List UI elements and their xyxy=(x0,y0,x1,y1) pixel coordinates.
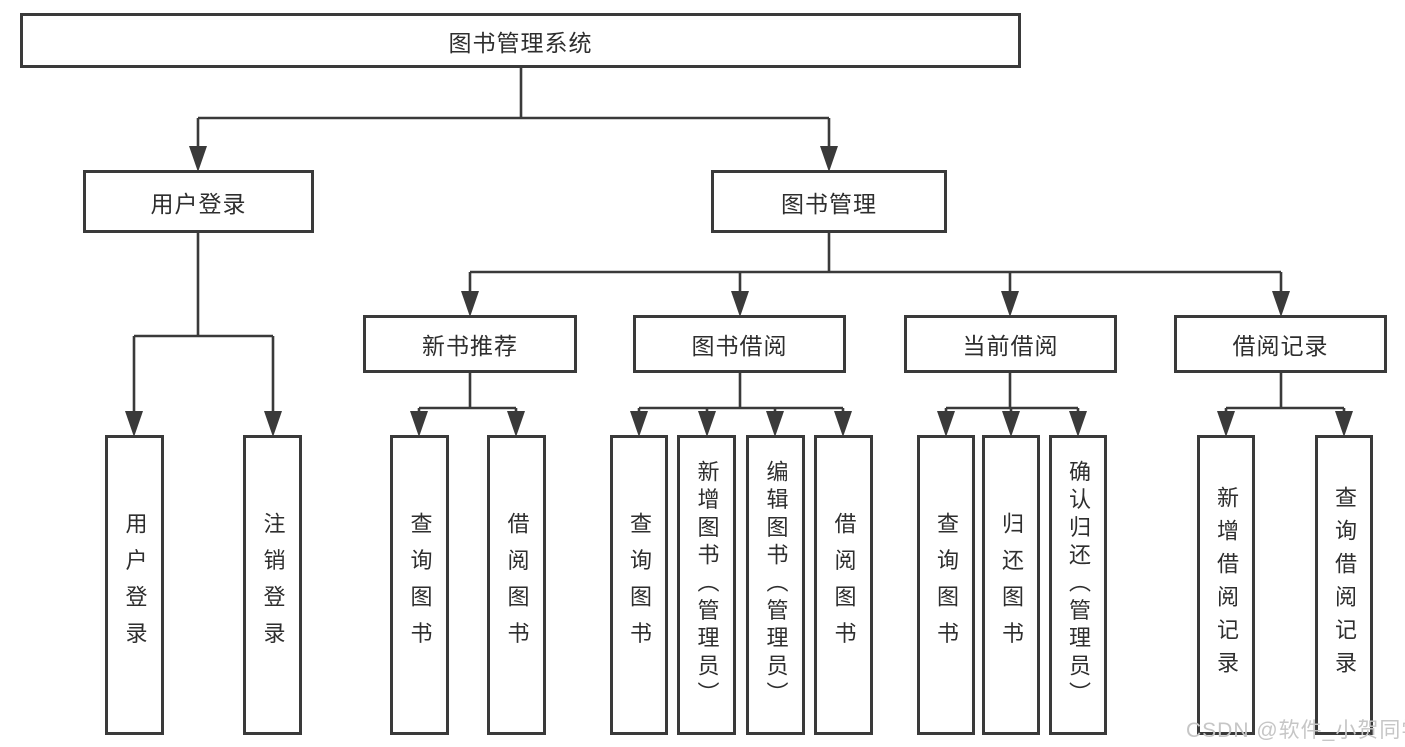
node-user-login-branch-label: 用户登录 xyxy=(150,190,247,217)
leaf-borrow-books-recommend: 借阅图书 xyxy=(487,435,546,735)
csdn-watermark: CSDN @软件_小贺同学 xyxy=(1186,719,1405,742)
leaf-query-books-current-label: 查询图书 xyxy=(934,511,959,659)
leaf-logout-label: 注销登录 xyxy=(260,511,286,659)
leaf-edit-book-admin: 编辑图书（管理员） xyxy=(746,435,805,735)
leaf-confirm-return-admin-label: 确认归还（管理员） xyxy=(1066,460,1091,710)
leaf-query-books-current: 查询图书 xyxy=(917,435,975,735)
arrow-down-icon xyxy=(731,291,749,317)
arrow-down-icon xyxy=(1217,411,1235,437)
arrow-down-icon xyxy=(125,411,143,437)
node-library-system: 图书管理系统 xyxy=(20,13,1021,68)
leaf-query-books-recommend: 查询图书 xyxy=(390,435,449,735)
arrow-down-icon xyxy=(410,411,428,437)
arrow-down-icon xyxy=(630,411,648,437)
arrow-down-icon xyxy=(189,146,207,172)
arrow-down-icon xyxy=(1335,411,1353,437)
arrow-down-icon xyxy=(507,411,525,437)
node-current-borrowing-label: 当前借阅 xyxy=(962,333,1059,359)
leaf-query-borrow-record-label: 查询借阅记录 xyxy=(1332,486,1357,684)
node-library-system-label: 图书管理系统 xyxy=(448,29,593,56)
arrow-down-icon xyxy=(1001,291,1019,317)
node-book-borrowing-label: 图书借阅 xyxy=(691,333,788,359)
arrow-down-icon xyxy=(461,291,479,317)
node-new-book-recommend: 新书推荐 xyxy=(363,315,577,373)
leaf-borrow-books-borrowing: 借阅图书 xyxy=(814,435,873,735)
leaf-user-login: 用户登录 xyxy=(105,435,164,735)
leaf-edit-book-admin-label: 编辑图书（管理员） xyxy=(763,460,789,710)
leaf-query-books-borrowing-label: 查询图书 xyxy=(627,511,652,659)
node-borrow-records-label: 借阅记录 xyxy=(1232,333,1329,359)
arrow-down-icon xyxy=(698,411,716,437)
arrow-down-icon xyxy=(264,411,282,437)
node-current-borrowing: 当前借阅 xyxy=(904,315,1117,373)
leaf-borrow-books-borrowing-label: 借阅图书 xyxy=(831,511,857,659)
leaf-user-login-label: 用户登录 xyxy=(122,511,148,659)
leaf-return-book-label: 归还图书 xyxy=(999,511,1024,659)
node-book-management: 图书管理 xyxy=(711,170,947,233)
leaf-return-book: 归还图书 xyxy=(982,435,1040,735)
arrow-down-icon xyxy=(820,146,838,172)
arrow-down-icon xyxy=(834,411,852,437)
leaf-borrow-books-recommend-label: 借阅图书 xyxy=(504,511,530,659)
leaf-logout: 注销登录 xyxy=(243,435,302,735)
node-borrow-records: 借阅记录 xyxy=(1174,315,1387,373)
leaf-query-books-recommend-label: 查询图书 xyxy=(407,511,433,659)
leaf-query-books-borrowing: 查询图书 xyxy=(610,435,668,735)
arrow-down-icon xyxy=(1069,411,1087,437)
arrowheads xyxy=(125,146,1353,437)
leaf-add-book-admin-label: 新增图书（管理员） xyxy=(694,460,720,710)
arrow-down-icon xyxy=(766,411,784,437)
node-new-book-recommend-label: 新书推荐 xyxy=(422,333,518,359)
node-user-login-branch: 用户登录 xyxy=(83,170,314,233)
node-book-borrowing: 图书借阅 xyxy=(633,315,846,373)
leaf-add-book-admin: 新增图书（管理员） xyxy=(677,435,736,735)
leaf-query-borrow-record: 查询借阅记录 xyxy=(1315,435,1373,735)
leaf-add-borrow-record: 新增借阅记录 xyxy=(1197,435,1255,735)
node-book-management-label: 图书管理 xyxy=(781,190,877,217)
arrow-down-icon xyxy=(1002,411,1020,437)
leaf-add-borrow-record-label: 新增借阅记录 xyxy=(1214,486,1239,684)
arrow-down-icon xyxy=(1272,291,1290,317)
arrow-down-icon xyxy=(937,411,955,437)
leaf-confirm-return-admin: 确认归还（管理员） xyxy=(1049,435,1107,735)
